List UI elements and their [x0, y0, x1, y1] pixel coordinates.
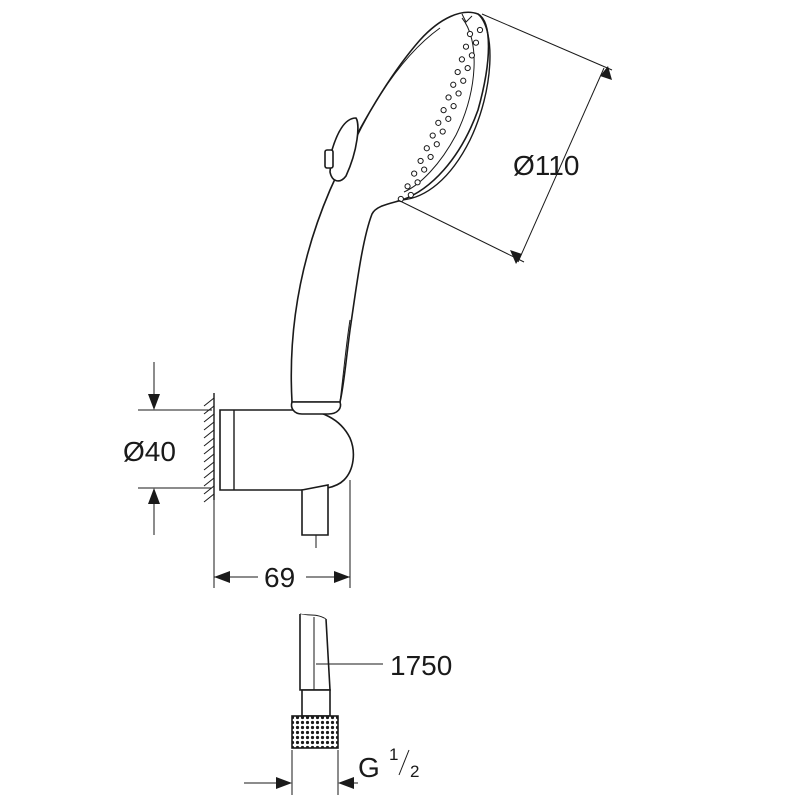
holder-depth-label: 69: [264, 562, 295, 593]
selector-tab: [324, 149, 334, 169]
thread-numerator: 1: [389, 745, 398, 764]
hatch-line: [203, 421, 215, 431]
nozzle-dot: [429, 132, 436, 139]
nozzle-dot: [439, 128, 446, 135]
nozzle-dot: [435, 119, 442, 126]
handle-contour: [339, 319, 351, 403]
nozzle-dot: [445, 115, 452, 122]
wall-hatch: [203, 397, 215, 503]
nozzle-dot: [440, 107, 447, 114]
thread-fraction-slash: [398, 749, 410, 776]
hose-outlet: [301, 484, 329, 536]
hatch-line: [203, 493, 215, 503]
nozzle-dot: [423, 145, 430, 152]
nozzle-dot: [460, 77, 467, 84]
dim-thread: [244, 750, 358, 795]
nozzle-dot: [450, 103, 457, 110]
nozzle-dot: [411, 170, 418, 177]
hatch-line: [203, 413, 215, 423]
holder-collar: [290, 401, 342, 415]
hatch-line: [203, 437, 215, 447]
dim-holder-depth: [213, 480, 351, 588]
nozzle-dot: [433, 141, 440, 148]
dim-head-diameter: [397, 13, 613, 264]
hose: [291, 613, 339, 749]
nozzle-dot: [476, 26, 484, 34]
selector-button: [329, 117, 359, 182]
nozzle-dot: [462, 43, 470, 50]
nozzle-dot: [417, 157, 424, 165]
thread-denominator: 2: [410, 762, 419, 781]
hatch-line: [203, 397, 215, 407]
hatch-line: [203, 429, 215, 439]
hose-ferrule: [301, 689, 331, 717]
nozzle-dot: [407, 191, 414, 199]
hose-body: [299, 614, 331, 691]
head-diameter-label: Ø110: [513, 150, 579, 181]
nozzle-dot: [466, 30, 474, 38]
nozzle-dot: [450, 81, 457, 88]
hand-shower: [290, 11, 491, 403]
nozzle-dot: [472, 39, 480, 46]
hatch-line: [203, 477, 215, 487]
nozzle-dot: [468, 52, 476, 59]
nozzle-dot: [414, 179, 421, 186]
nozzle-dot: [421, 166, 428, 173]
hatch-line: [203, 453, 215, 463]
nozzle-dot: [427, 153, 434, 161]
spray-face-ring: [403, 17, 475, 193]
handset-body: [290, 11, 490, 403]
nozzles: [397, 26, 484, 203]
nozzle-dot: [404, 183, 411, 190]
nozzle-dot: [445, 94, 452, 101]
hose-top-cut: [299, 613, 327, 620]
nozzle-dot: [455, 90, 462, 97]
hatch-line: [203, 485, 215, 495]
hatch-line: [203, 461, 215, 471]
face-notch: [461, 13, 473, 23]
holder-body: [219, 409, 355, 491]
knurled-nut: [291, 715, 339, 749]
hatch-line: [203, 445, 215, 455]
spray-face-edge: [401, 13, 491, 201]
nozzle-dot: [464, 64, 471, 72]
hose-length-label: 1750: [390, 650, 452, 681]
nozzle-dot: [454, 68, 461, 76]
nozzle-dot: [458, 56, 466, 63]
thread-label: G: [358, 752, 380, 783]
hatch-line: [203, 469, 215, 479]
holder-diameter-label: Ø40: [123, 436, 176, 467]
wall-holder: [203, 393, 355, 548]
dim-holder-diameter: [138, 362, 212, 535]
